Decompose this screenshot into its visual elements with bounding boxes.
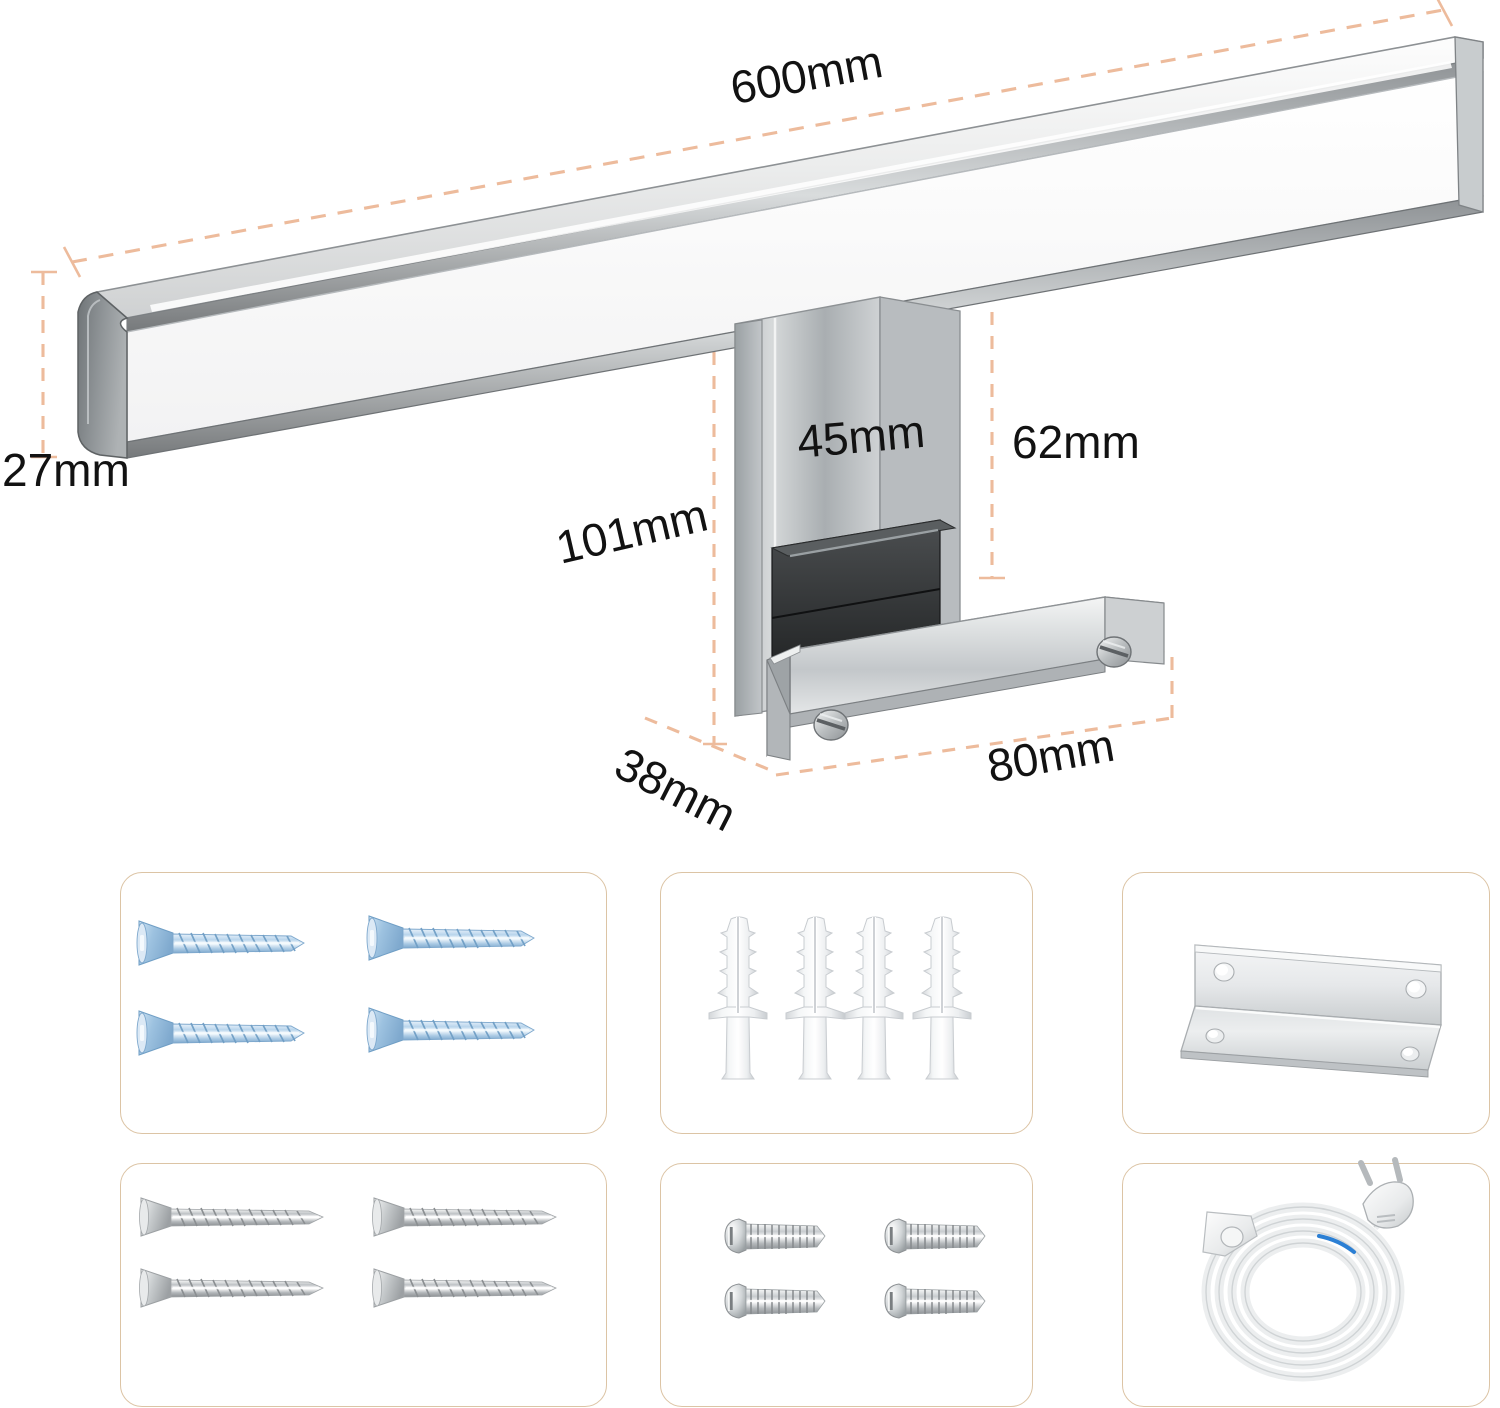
accessory-card-power-cord	[1122, 1157, 1490, 1407]
plate-bottom-edge	[789, 658, 1106, 728]
screw-item	[139, 1268, 324, 1308]
cable-coils	[1201, 1202, 1405, 1382]
bracket-hole	[1405, 979, 1427, 999]
dimtick-600mm-left	[62, 246, 82, 278]
screw-item	[136, 1010, 305, 1056]
dark-block-lower-edge	[771, 588, 941, 619]
screw-item	[372, 1268, 557, 1308]
accessory-card-mounting-bracket	[1122, 872, 1490, 1134]
cable-tie	[1317, 1234, 1356, 1254]
eu-plug	[1358, 1157, 1414, 1229]
screw-item	[884, 1218, 986, 1254]
plate-screw-left	[813, 709, 849, 741]
bar-top-specular	[150, 61, 1452, 312]
post-left-edge	[734, 319, 763, 717]
accessory-card-chrome-wood-screws	[120, 1163, 607, 1407]
bracket-hole	[1213, 962, 1235, 982]
inline-switch	[1202, 1211, 1258, 1257]
mounting-bracket-illustration	[1180, 944, 1442, 1078]
bar-left-end-highlight	[87, 299, 101, 424]
screw-item	[366, 1007, 535, 1053]
screw-item	[724, 1283, 826, 1319]
bracket-top-edge	[1194, 944, 1442, 973]
bar-right-end-face	[1454, 36, 1484, 213]
accessories-grid	[0, 872, 1500, 1407]
accessory-card-blue-wood-screws	[120, 872, 607, 1134]
bracket-hole	[1205, 1028, 1225, 1044]
led-light-bar	[77, 36, 1484, 459]
plug-pin-right	[1392, 1157, 1403, 1183]
machine-screws-illustration	[724, 1218, 986, 1319]
plug-pin-left	[1358, 1160, 1373, 1186]
anchor-item	[708, 916, 768, 1080]
screw-item	[136, 920, 305, 966]
anchor-item	[785, 916, 845, 1080]
dimtick-600mm-right	[1436, 0, 1454, 27]
wall-mount-plate	[766, 596, 1165, 761]
anchor-item	[844, 916, 904, 1080]
screw-item	[139, 1197, 324, 1237]
product-technical-drawing	[31, 0, 1484, 777]
accessory-card-machine-screws	[660, 1163, 1033, 1407]
screw-item	[366, 915, 535, 961]
dimline-80mm	[775, 716, 1173, 777]
accessory-card-wall-anchors	[660, 872, 1033, 1134]
plate-left-foot-front	[766, 659, 791, 761]
bar-left-end-cap	[77, 291, 129, 459]
bracket-bend-highlight	[1195, 1006, 1441, 1029]
wall-anchors-illustration	[708, 916, 972, 1080]
dark-block-highlight	[789, 528, 939, 558]
bracket-base-lip	[1180, 1050, 1429, 1078]
plate-screw-right	[1096, 636, 1132, 668]
dimension-label-62mm: 62mm	[1012, 416, 1140, 468]
screw-item	[884, 1283, 986, 1319]
dark-block-top	[770, 519, 957, 557]
screw-item	[372, 1197, 557, 1237]
chrome-wood-screws-illustration	[139, 1197, 557, 1308]
bracket-hole	[1400, 1046, 1420, 1062]
screw-item	[724, 1218, 826, 1254]
anchor-item	[912, 916, 972, 1080]
dimension-label-27mm: 27mm	[2, 444, 130, 496]
power-cord-illustration	[1201, 1157, 1414, 1382]
plate-notch	[769, 644, 801, 665]
dimline-600mm	[71, 8, 1444, 264]
blue-wood-screws-illustration	[136, 915, 535, 1056]
dimension-label-45mm: 45mm	[795, 404, 927, 468]
